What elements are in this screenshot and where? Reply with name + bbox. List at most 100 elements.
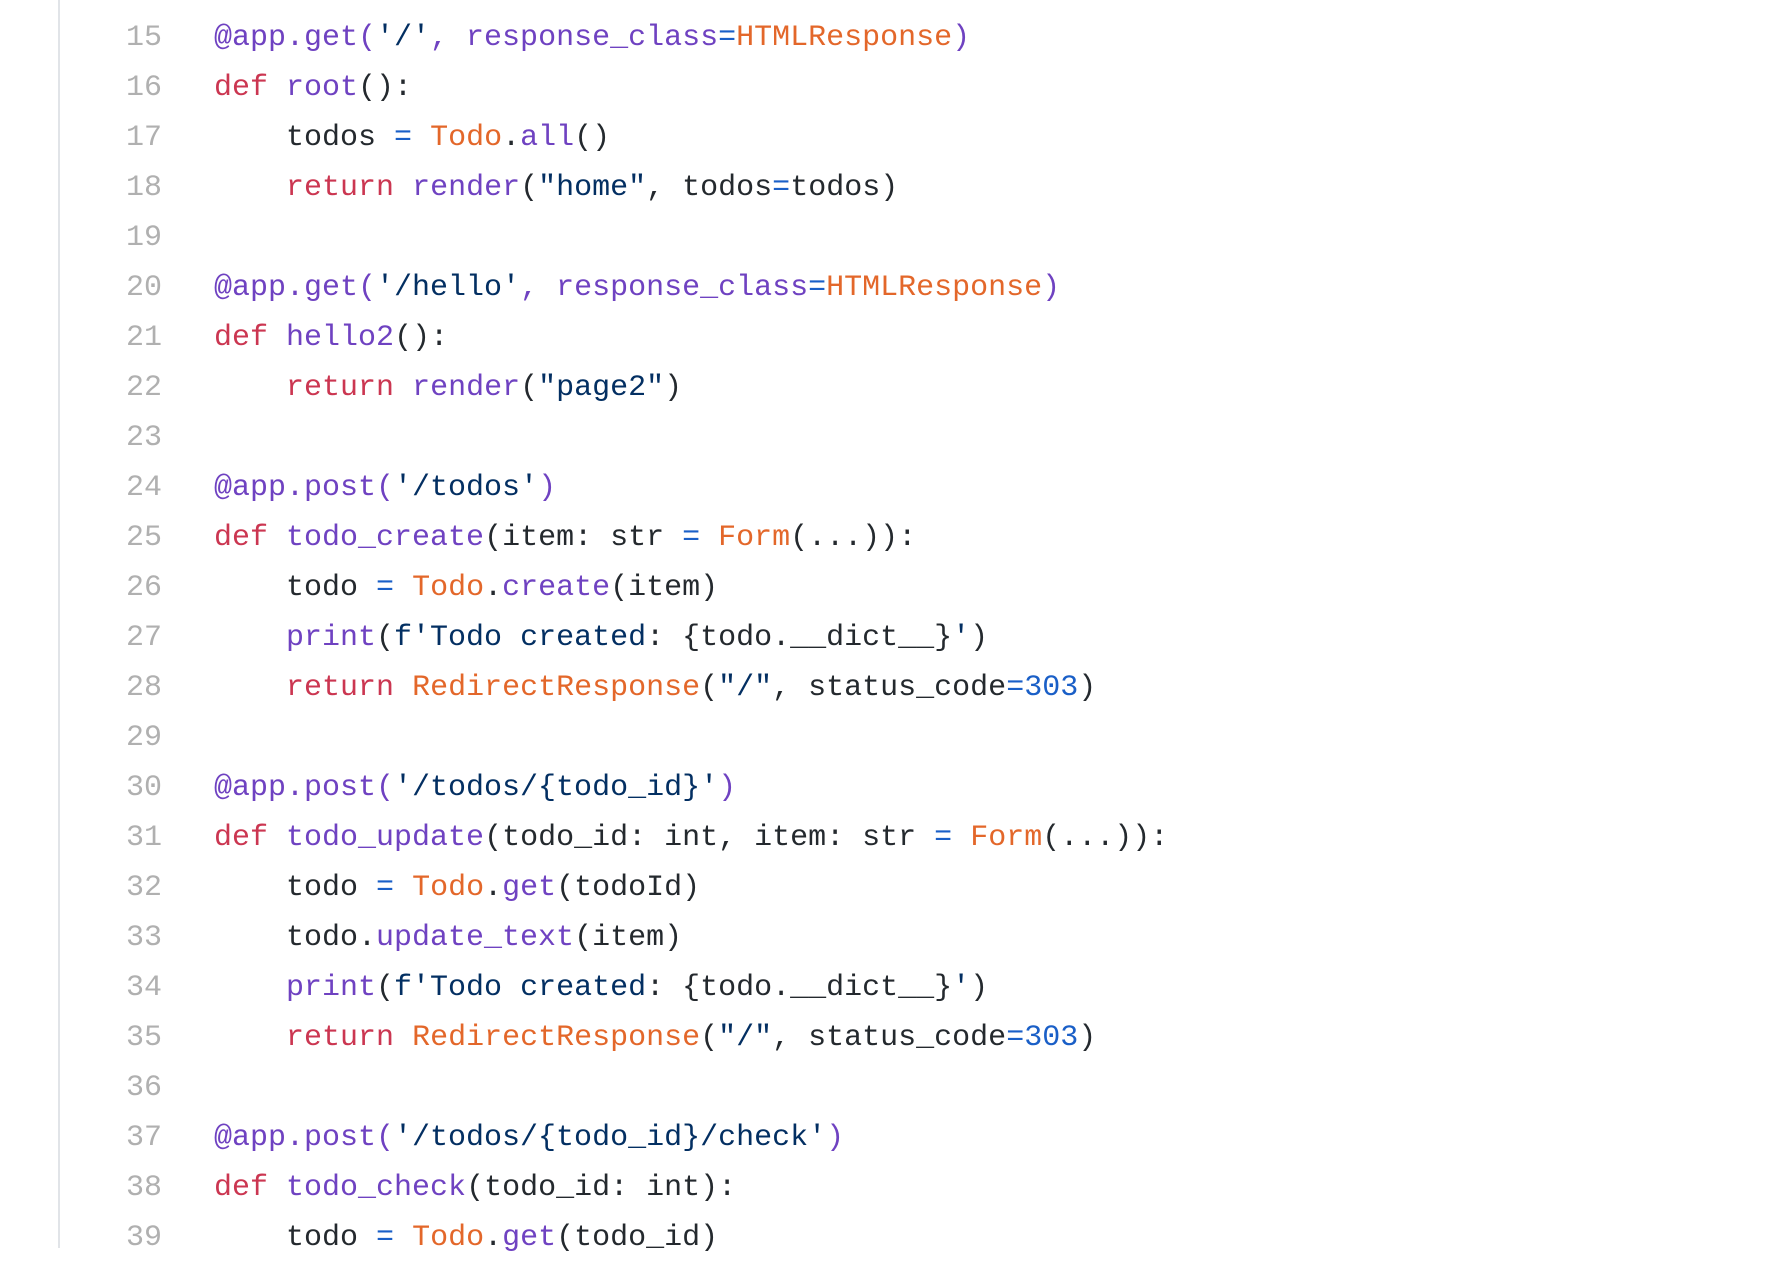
line-number: 23 [125,421,162,455]
code-token: Todo [412,1221,485,1255]
code-line[interactable]: 34 print(f'Todo created: {todo.__dict__}… [0,963,1168,1013]
line-source: return render("home", todos=todos) [162,163,898,213]
code-token: (): [358,71,413,105]
code-line[interactable]: 20@app.get('/hello', response_class=HTML… [0,263,1168,313]
code-line[interactable]: 32 todo = Todo.get(todoId) [0,863,1168,913]
code-token: , status_code [772,1021,1007,1055]
line-number: 33 [125,921,162,955]
code-token: Form [718,521,791,555]
code-token: all [520,121,575,155]
code-line[interactable]: 19 [0,213,1168,263]
code-line[interactable]: 36 [0,1063,1168,1113]
code-token [214,621,286,655]
code-token [394,371,412,405]
code-token [394,571,412,605]
code-token: ( [520,171,539,205]
code-token: return [286,171,395,205]
code-token: (todo_id: int): [466,1171,737,1205]
line-source: return RedirectResponse("/", status_code… [162,1013,1096,1063]
code-line[interactable]: 28 return RedirectResponse("/", status_c… [0,663,1168,713]
code-token: = [376,871,395,905]
line-source: todo = Todo.create(item) [162,563,718,613]
line-number: 30 [125,771,162,805]
code-editor[interactable]: 15@app.get('/', response_class=HTMLRespo… [0,13,1168,1263]
line-source: todos = Todo.all() [162,113,610,163]
code-token: render [412,171,521,205]
line-number: 17 [125,121,162,155]
code-token: : {todo.__dict__} [646,621,953,655]
line-number: 16 [125,71,162,105]
code-line[interactable]: 27 print(f'Todo created: {todo.__dict__}… [0,613,1168,663]
code-token [394,671,412,705]
line-number: 18 [125,171,162,205]
code-token: Todo [430,121,503,155]
code-token: ) [970,971,989,1005]
line-number: 15 [125,21,162,55]
code-token: = [682,521,701,555]
line-source: return RedirectResponse("/", status_code… [162,663,1096,713]
line-number: 20 [125,271,162,305]
code-token: . [484,871,503,905]
line-number: 37 [125,1121,162,1155]
code-token: (item: str [484,521,683,555]
code-line[interactable]: 39 todo = Todo.get(todo_id) [0,1213,1168,1263]
code-line[interactable]: 29 [0,713,1168,763]
code-token: '/todos/{todo_id}/check' [394,1121,827,1155]
code-line[interactable]: 24@app.post('/todos') [0,463,1168,513]
code-line[interactable]: 35 return RedirectResponse("/", status_c… [0,1013,1168,1063]
code-token: @app.get( [214,271,377,305]
code-token [394,1021,412,1055]
code-token: = [934,821,953,855]
code-token: , status_code [772,671,1007,705]
code-token: = [808,271,827,305]
line-source: print(f'Todo created: {todo.__dict__}') [162,963,988,1013]
line-source: def todo_create(item: str = Form(...)): [162,513,916,563]
line-number: 38 [125,1171,162,1205]
code-token: f'Todo created [394,621,647,655]
code-token: @app.post( [214,471,395,505]
code-line[interactable]: 37@app.post('/todos/{todo_id}/check') [0,1113,1168,1163]
code-token: @app.post( [214,771,395,805]
code-line[interactable]: 33 todo.update_text(item) [0,913,1168,963]
code-token: return [286,1021,395,1055]
code-token [394,1221,412,1255]
code-line[interactable]: 17 todos = Todo.all() [0,113,1168,163]
code-token [214,671,286,705]
code-line[interactable]: 22 return render("page2") [0,363,1168,413]
line-number: 24 [125,471,162,505]
code-token: (item) [610,571,719,605]
code-line[interactable]: 23 [0,413,1168,463]
code-token: todos) [790,171,899,205]
line-source: def todo_check(todo_id: int): [162,1163,736,1213]
line-number: 22 [125,371,162,405]
code-token: return [286,671,395,705]
line-source: @app.post('/todos/{todo_id}/check') [162,1113,844,1163]
code-token: ' [952,621,971,655]
code-token: "home" [538,171,647,205]
line-source [162,213,214,263]
code-token [268,321,286,355]
code-token: '/' [376,21,431,55]
code-token: todo. [214,921,377,955]
code-token: todo_create [286,521,485,555]
code-token: def [214,321,269,355]
code-token: (todo_id) [556,1221,719,1255]
code-token: RedirectResponse [412,671,701,705]
code-line[interactable]: 30@app.post('/todos/{todo_id}') [0,763,1168,813]
code-token: . [502,121,521,155]
code-line[interactable]: 26 todo = Todo.create(item) [0,563,1168,613]
code-token: = [718,21,737,55]
code-line[interactable]: 15@app.get('/', response_class=HTMLRespo… [0,13,1168,63]
code-token: '/todos/{todo_id}' [394,771,719,805]
code-line[interactable]: 18 return render("home", todos=todos) [0,163,1168,213]
code-token [952,821,970,855]
code-token: todo_update [286,821,485,855]
code-token: hello2 [286,321,395,355]
code-token: ) [952,21,971,55]
line-number: 34 [125,971,162,1005]
